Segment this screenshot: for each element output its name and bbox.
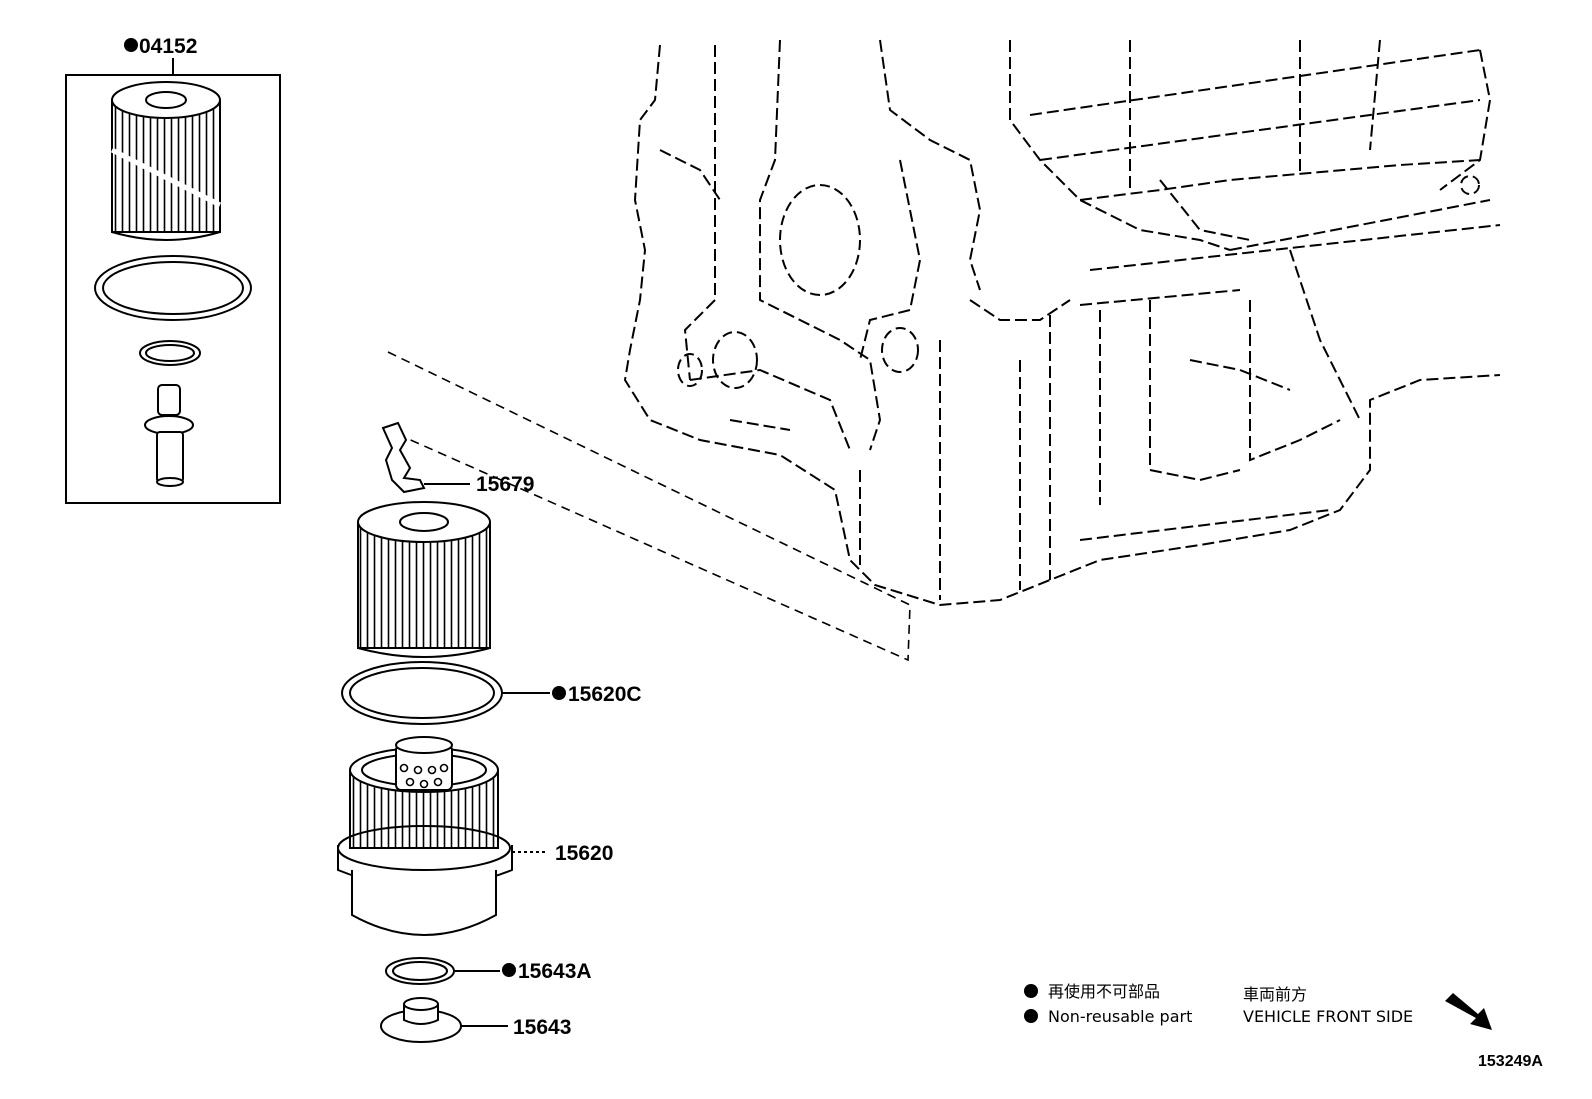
plug-oring-15643a bbox=[385, 957, 500, 985]
legend-front-en: VEHICLE FRONT SIDE bbox=[1243, 1007, 1413, 1026]
filter-cap-15620 bbox=[337, 736, 548, 936]
non-reusable-marker-15620c bbox=[552, 686, 566, 700]
kit-oring-small bbox=[139, 340, 201, 366]
cap-oring-15620c bbox=[341, 661, 550, 725]
mounting-leader-line bbox=[387, 351, 911, 662]
part-labels: 04152 15679 15620C 15620 15643A 15643 bbox=[124, 35, 642, 1039]
engine-block bbox=[623, 39, 1501, 607]
label-15643: 15643 bbox=[513, 1016, 571, 1039]
label-15620c: 15620C bbox=[568, 683, 642, 706]
legend-front-jp: 車両前方 bbox=[1243, 985, 1307, 1004]
non-reusable-marker-15643a bbox=[502, 963, 516, 977]
legend-non-reusable-en: Non-reusable part bbox=[1048, 1007, 1192, 1026]
label-04152: 04152 bbox=[139, 35, 197, 58]
kit-04152 bbox=[65, 58, 281, 504]
legend-non-reusable-jp: 再使用不可部品 bbox=[1048, 982, 1160, 1001]
kit-filter-element bbox=[110, 81, 222, 241]
legend-bullet-jp bbox=[1024, 984, 1038, 998]
legend-bullet-en bbox=[1024, 1009, 1038, 1023]
kit-oring-large bbox=[94, 255, 252, 321]
label-15620: 15620 bbox=[555, 842, 613, 865]
non-reusable-marker-04152 bbox=[124, 38, 138, 52]
kit-drain-pipe bbox=[144, 384, 194, 487]
engine-ports bbox=[677, 175, 1480, 389]
vehicle-front-arrow-icon bbox=[1445, 993, 1492, 1030]
label-15679: 15679 bbox=[476, 473, 534, 496]
drain-plug-15643 bbox=[380, 997, 508, 1043]
label-15643a: 15643A bbox=[518, 960, 592, 983]
legend: 再使用不可部品 Non-reusable part 車両前方 VEHICLE F… bbox=[1024, 982, 1492, 1030]
filter-element bbox=[357, 501, 491, 658]
figure-id: 153249A bbox=[1478, 1053, 1543, 1070]
drain-pipe-15679 bbox=[381, 421, 470, 494]
